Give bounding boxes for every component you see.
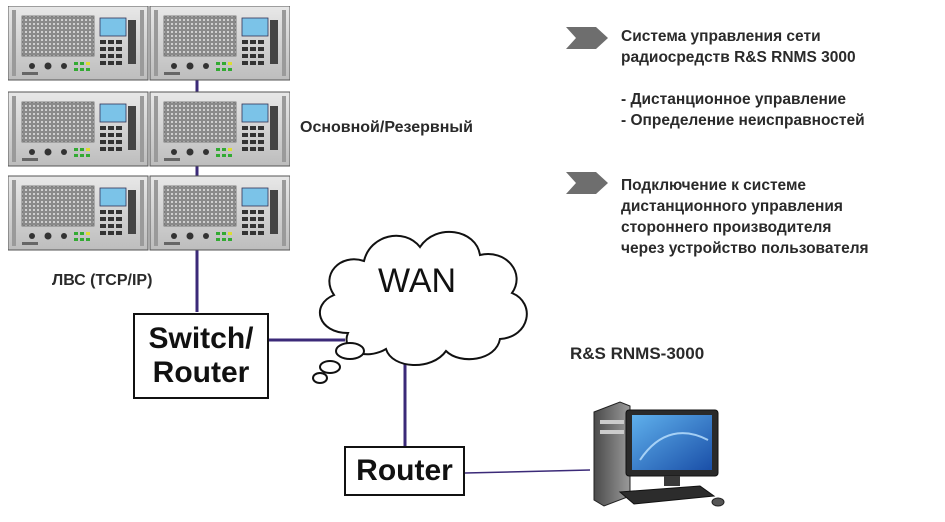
cloud-label: WAN (378, 262, 457, 300)
lan-label: ЛВС (TCP/IP) (52, 272, 153, 289)
bullet-text-1: Система управления сети радиосредств R&S… (621, 28, 856, 66)
bullet-text-3: Подключение к системе дистанционного упр… (621, 177, 869, 257)
rack-unit-icon (149, 175, 290, 251)
bullet-text-2: - Дистанционное управление - Определение… (621, 91, 865, 129)
rack-unit-icon (8, 91, 149, 167)
rack-unit-icon (8, 175, 149, 251)
rack-unit-icon (149, 91, 290, 167)
router-box: Router (344, 446, 465, 496)
cloud-icon (312, 230, 528, 384)
switch-router-box: Switch/ Router (133, 313, 269, 399)
rack-units (8, 6, 290, 251)
router-pc-line (464, 469, 591, 474)
rack-unit-icon (149, 6, 290, 81)
desktop-computer-icon (593, 401, 725, 507)
pc-label: R&S RNMS-3000 (570, 344, 705, 363)
bullet-arrow-icon (566, 27, 608, 49)
switch-router-label-line2: Router (152, 356, 250, 389)
bullet-arrow-icon (566, 172, 608, 194)
switch-router-label-line1: Switch/ (148, 322, 254, 355)
rack-unit-icon (8, 6, 149, 81)
router-label: Router (356, 454, 453, 487)
rack-label: Основной/Резервный (300, 119, 473, 136)
